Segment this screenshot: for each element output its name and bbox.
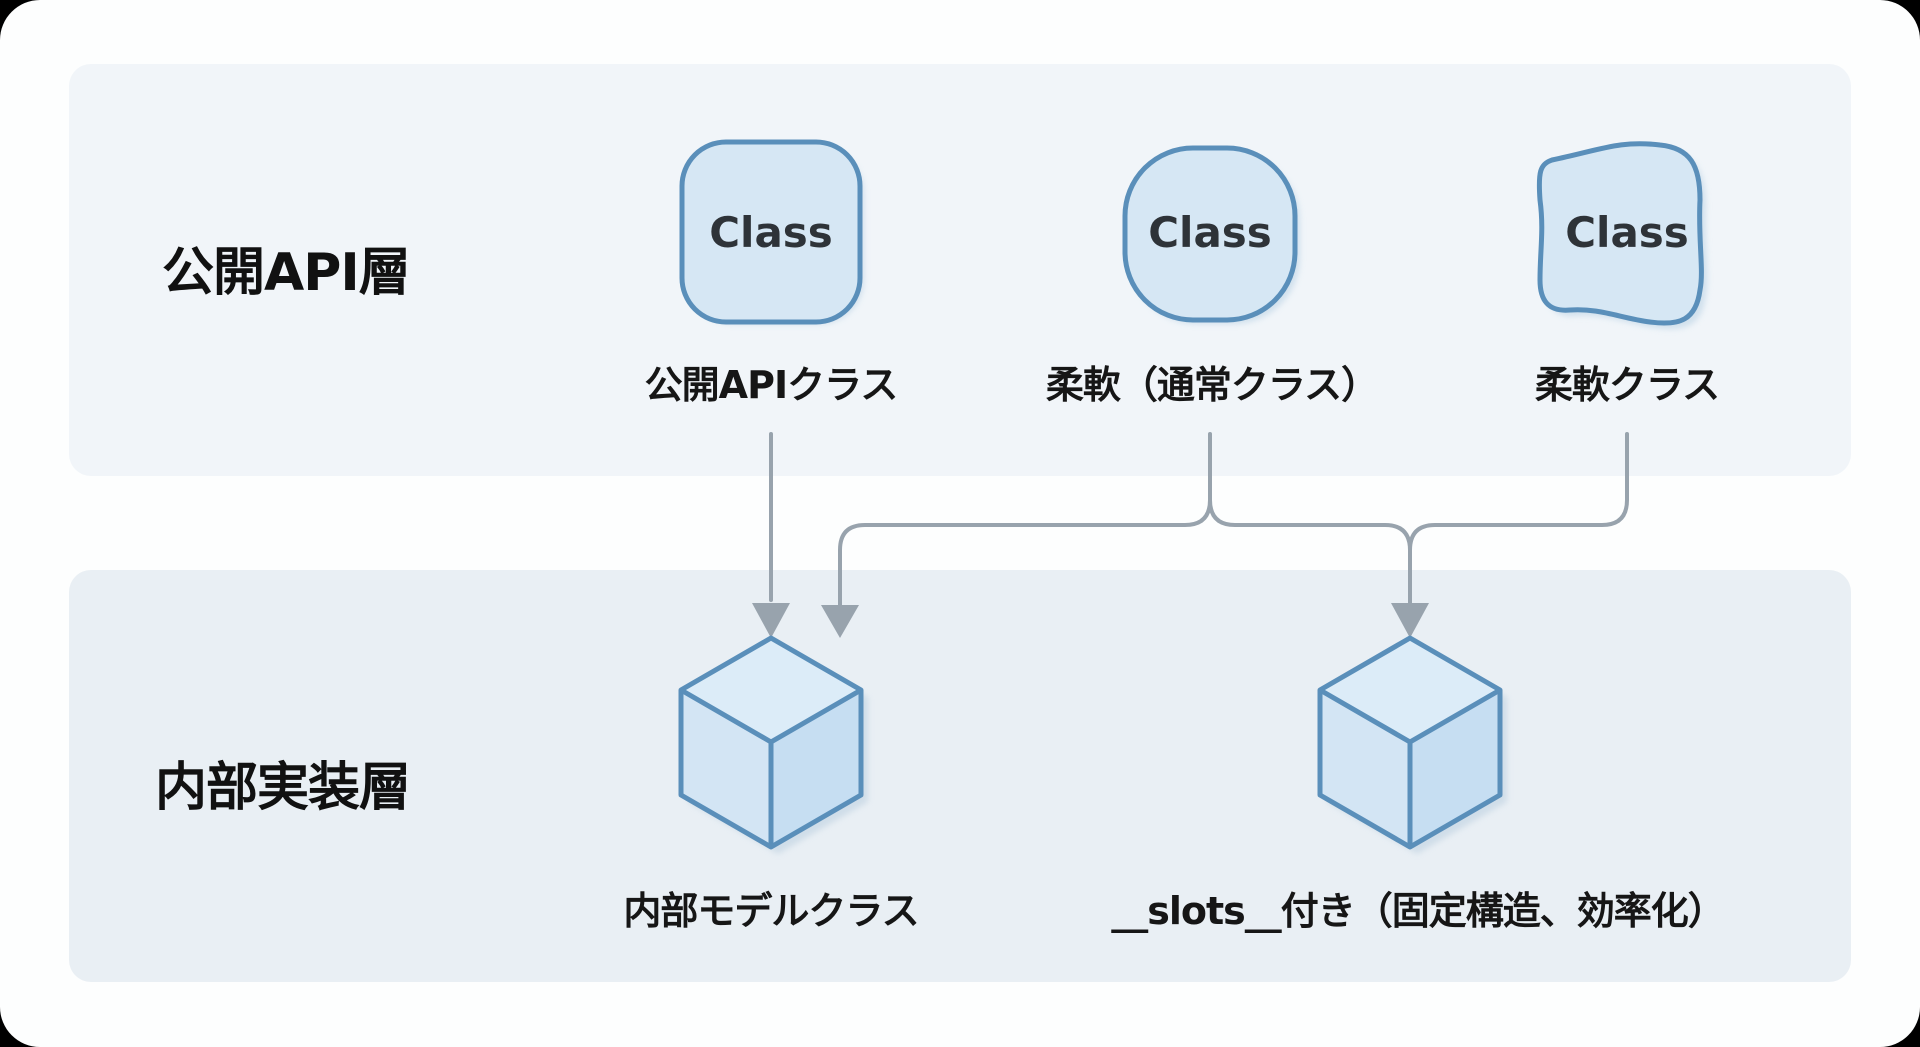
wavy-square-shape (1536, 141, 1704, 326)
cube-icon (1317, 635, 1507, 854)
class-node-public-api[interactable]: Class (679, 139, 864, 325)
class-box-text: Class (709, 208, 833, 257)
class-box-text: Class (1148, 208, 1272, 257)
arrowhead-icon (752, 603, 790, 638)
rounded-square-shape (679, 139, 863, 325)
node-label-flexible-class: 柔軟クラス (1534, 363, 1720, 407)
arrowhead-icon (1391, 603, 1429, 638)
node-label-public-api-class: 公開APIクラス (644, 363, 899, 407)
node-label-flexible-normal-class: 柔軟（通常クラス） (1045, 363, 1379, 407)
edge-flexible-to-slots (1408, 432, 1629, 552)
rounded-circle-shape (1122, 145, 1298, 323)
internal-layer-band (69, 570, 1851, 982)
class-node-flexible[interactable]: Class (1536, 141, 1708, 330)
class-box-text: Class (1565, 208, 1689, 257)
class-node-flexible-normal[interactable]: Class (1122, 145, 1300, 324)
connector-lines (769, 432, 1629, 607)
public-layer-title: 公開API層 (162, 243, 411, 303)
internal-layer-title: 内部実装層 (155, 758, 411, 818)
node-label-internal-model-class: 内部モデルクラス (623, 889, 919, 933)
node-label-slots-class: __slots__付き（固定構造、効率化） (1111, 889, 1726, 933)
cube-icon (678, 635, 868, 854)
arrowhead-icon (821, 605, 859, 638)
edge-flexible-normal-to-internal-model (838, 498, 1212, 607)
edge-flexible-normal-to-slots (1208, 498, 1412, 552)
